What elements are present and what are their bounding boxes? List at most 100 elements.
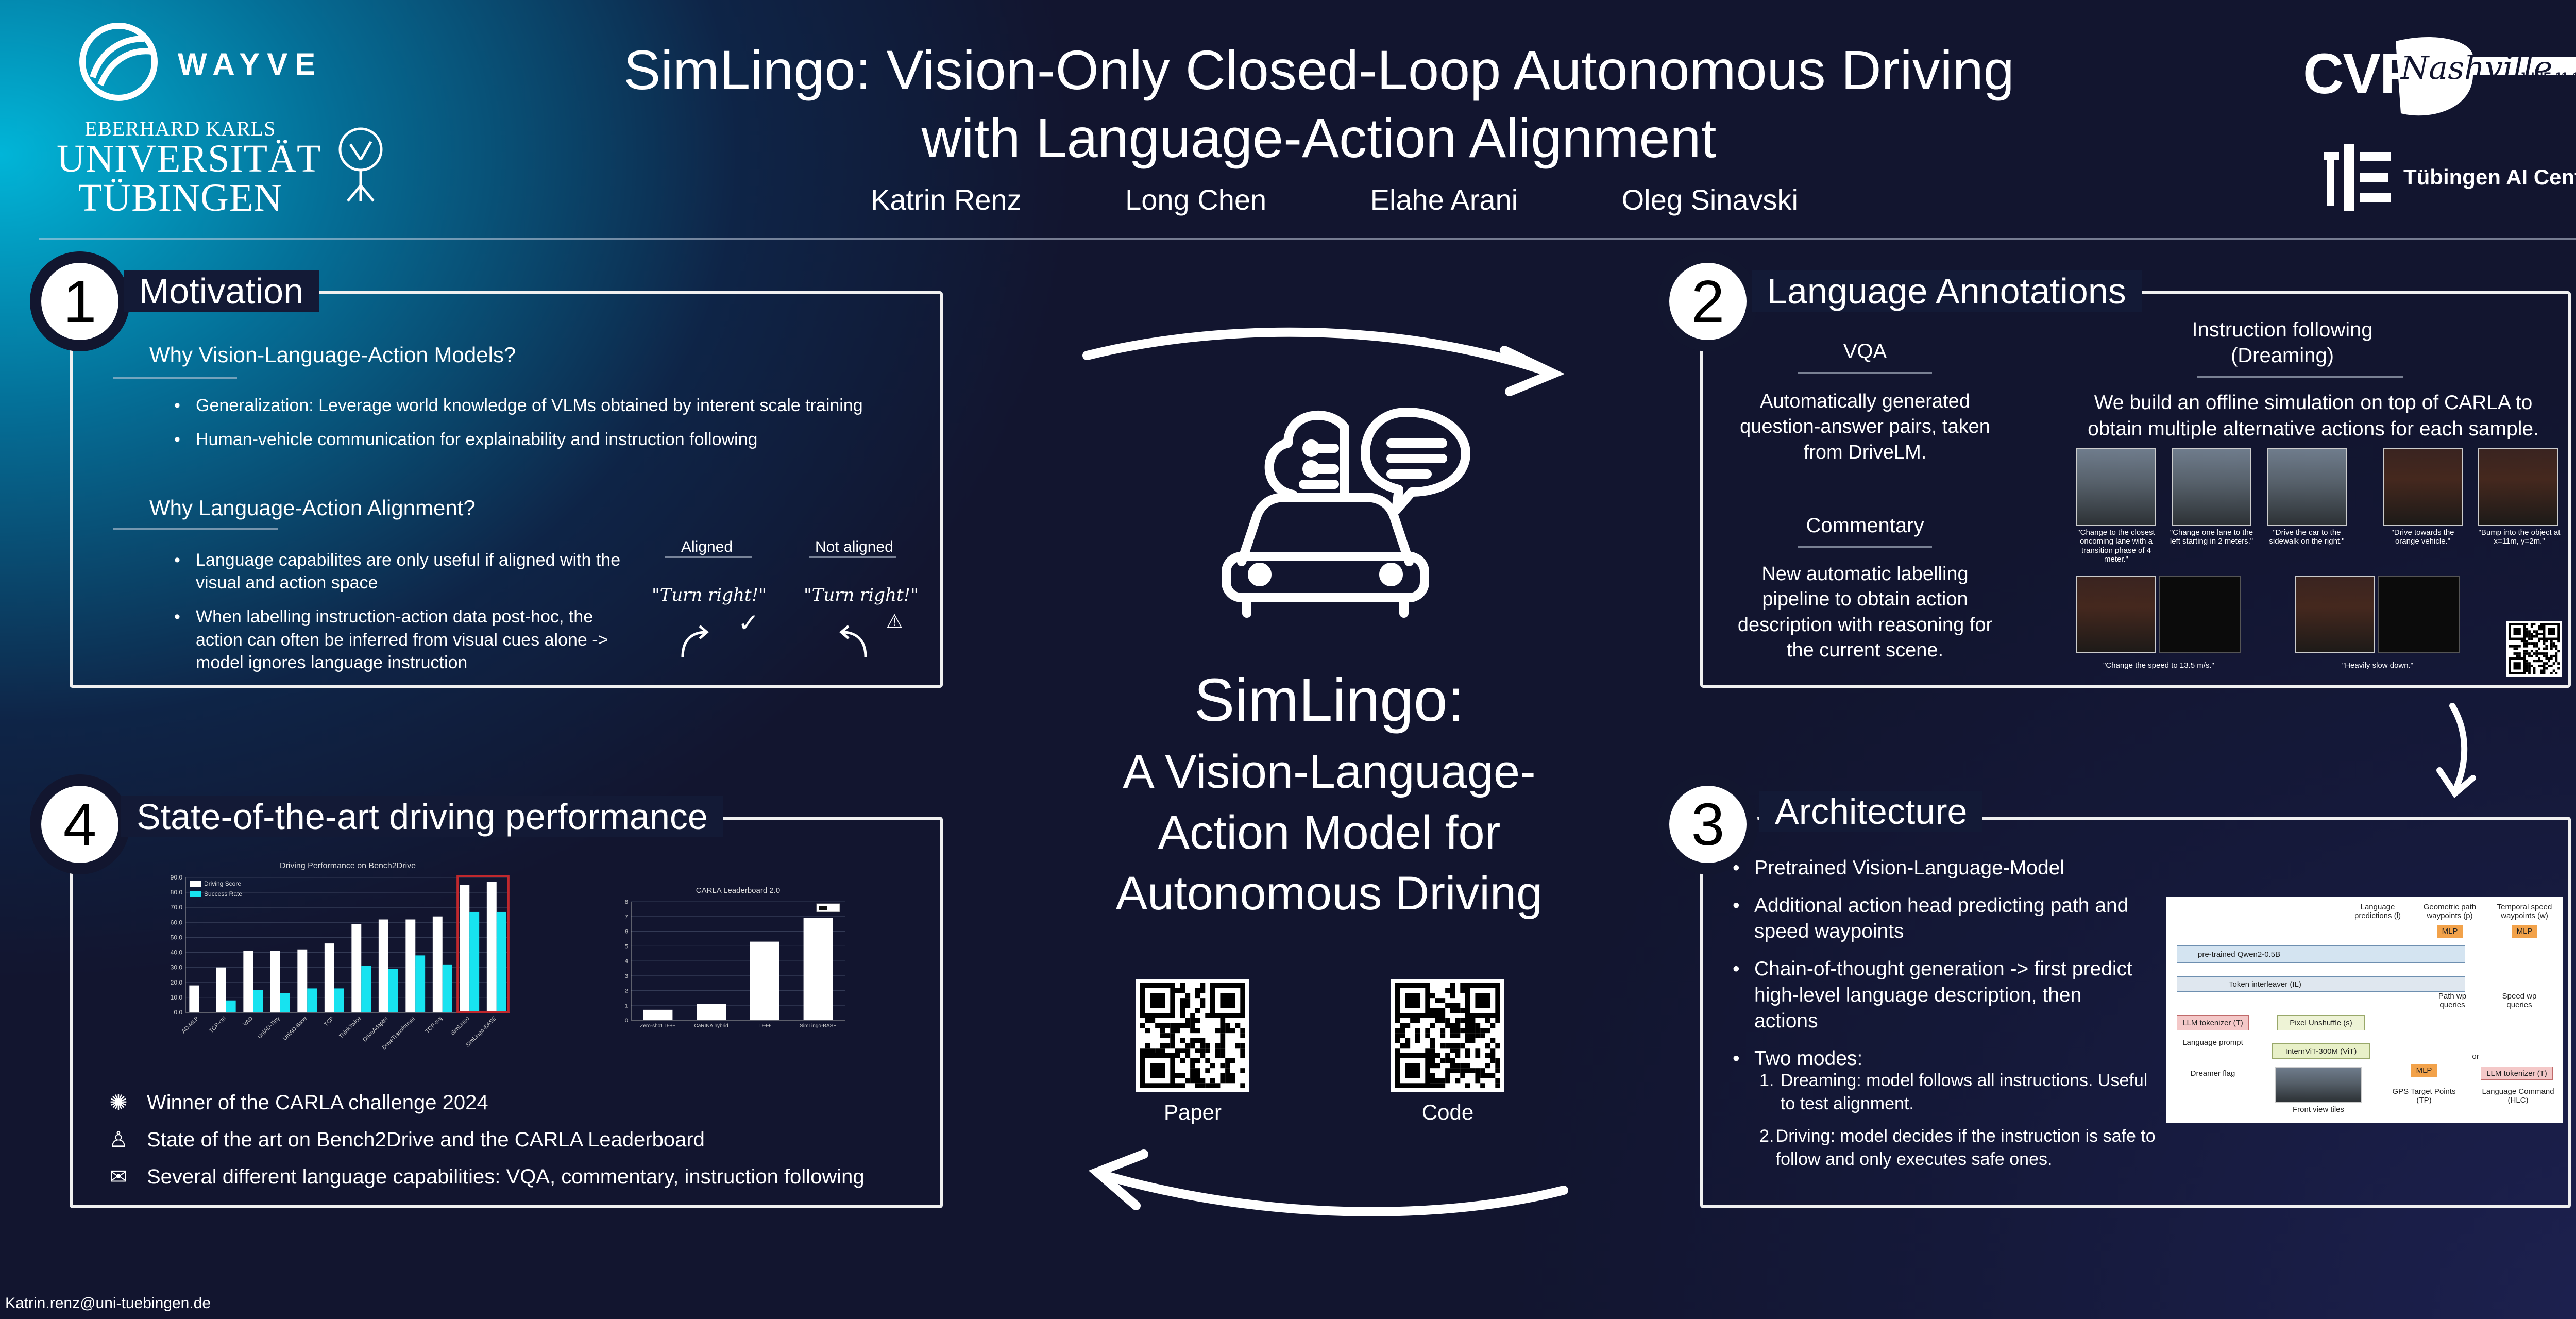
x-tick-label: TCP-traj	[424, 1016, 443, 1035]
qr-module	[1200, 1038, 1206, 1043]
sample-caption: "Drive towards the orange vehicle."	[2391, 528, 2454, 546]
sample-caption: "Change to the closest oncoming lane wit…	[2077, 528, 2155, 564]
qr-module	[2550, 640, 2553, 643]
qr-module	[1185, 1043, 1191, 1049]
qr-module	[2533, 652, 2536, 655]
qr-module	[2526, 628, 2529, 631]
qr-module	[1155, 1023, 1160, 1028]
qr-module	[1480, 1073, 1485, 1078]
qr-module	[2540, 633, 2543, 635]
qr-module	[1220, 1028, 1226, 1034]
qr-module	[1200, 988, 1206, 993]
diagram-label: Temporal speed waypoints (w)	[2497, 903, 2552, 920]
qr-module	[1455, 1028, 1461, 1034]
title-line1: SimLingo: Vision-Only Closed-Loop Autono…	[623, 39, 2014, 101]
qr-module	[1235, 1043, 1241, 1049]
contact-email[interactable]: Katrin.renz@uni-tuebingen.de	[5, 1295, 211, 1312]
vqa-underline	[1798, 372, 1932, 374]
bar	[486, 882, 497, 1012]
qr-module	[2538, 640, 2540, 643]
qr-module	[1455, 1053, 1461, 1058]
qr-module	[1180, 1003, 1185, 1008]
sample-caption: "Heavily slow down."	[2342, 661, 2414, 670]
qr-module	[1465, 1053, 1470, 1058]
qr-module	[1160, 1043, 1165, 1049]
y-tick-label: 60.0	[171, 919, 183, 926]
bar	[460, 885, 470, 1012]
qr-module	[1410, 1018, 1415, 1023]
qr-module	[1430, 1008, 1435, 1013]
sample-image	[2172, 448, 2251, 526]
qr-module	[1205, 1043, 1210, 1049]
qr-module	[2526, 667, 2529, 670]
qr-module	[2540, 637, 2543, 640]
qr-pattern	[1140, 983, 1245, 1088]
x-tick-label: TF++	[758, 1023, 771, 1029]
qr-module	[2523, 652, 2526, 655]
qr-module	[1475, 1023, 1481, 1028]
y-tick-label: 3	[625, 973, 628, 979]
qr-module	[2526, 669, 2529, 672]
qr-module	[1440, 1058, 1446, 1063]
qr-module	[2528, 654, 2531, 657]
sample-caption: "Bump into the object at x=11m, y=2m."	[2478, 528, 2561, 546]
x-tick-label: UniAD-Tiny	[257, 1015, 281, 1040]
qr-module	[1490, 1053, 1496, 1058]
qr-finder	[2509, 623, 2526, 640]
qr-module	[2528, 664, 2531, 667]
uni-line2: UNIVERSITÄT	[57, 137, 321, 180]
qr-module	[2526, 650, 2529, 653]
qr-module	[2516, 654, 2519, 657]
qr-module	[2528, 637, 2531, 640]
qr-module	[2533, 635, 2536, 638]
qr-module	[1195, 1018, 1200, 1023]
qr-module	[1145, 1048, 1150, 1053]
list-item: Human-vehicle communication for explaina…	[165, 428, 927, 451]
bottom-curved-arrow	[1082, 1144, 1571, 1221]
y-tick-label: 4	[625, 958, 628, 965]
qr-module	[1455, 1048, 1461, 1053]
qr-module	[2530, 637, 2533, 640]
qr-module	[1160, 1048, 1165, 1053]
qr-module	[1220, 1073, 1226, 1078]
qr-module	[1220, 1038, 1226, 1043]
qr-module	[1150, 1018, 1156, 1023]
front-view-image	[2275, 1067, 2362, 1103]
bar	[280, 993, 290, 1012]
dataset-qr-code[interactable]	[2506, 621, 2562, 677]
x-tick-label: UniAD-Base	[282, 1016, 308, 1042]
qr-module	[1460, 1063, 1465, 1069]
code-label[interactable]: Code	[1421, 1100, 1474, 1124]
qr-module	[1490, 1048, 1496, 1053]
qr-module	[1490, 1038, 1496, 1043]
sample-image	[2383, 448, 2463, 526]
paper-label[interactable]: Paper	[1163, 1100, 1222, 1124]
qr-module	[1170, 1043, 1175, 1049]
qr-module	[1415, 1038, 1420, 1043]
qr-module	[2526, 660, 2529, 663]
qr-module	[2518, 645, 2521, 648]
qr-module	[2516, 647, 2519, 650]
qr-module	[1225, 1073, 1230, 1078]
paper-qr-code[interactable]	[1136, 979, 1249, 1092]
qr-module	[2550, 647, 2553, 650]
qr-module	[1435, 1018, 1440, 1023]
author-2: Long Chen	[1125, 183, 1267, 216]
code-qr-code[interactable]	[1391, 979, 1504, 1092]
podium-icon: ♙	[109, 1127, 128, 1152]
qr-module	[1165, 1023, 1171, 1028]
qr-module	[1140, 1023, 1145, 1028]
qr-module	[2550, 645, 2553, 648]
qr-module	[1450, 988, 1455, 993]
qr-module	[1485, 1018, 1490, 1023]
qr-module	[1450, 1048, 1455, 1053]
qr-module	[2530, 625, 2533, 628]
qr-module	[2555, 672, 2558, 674]
qr-module	[2540, 672, 2543, 674]
commentary-text: New automatic labelling pipeline to obta…	[1737, 563, 1993, 662]
car-brain-icon	[1211, 392, 1479, 618]
diagram-label: Language Command (HLC)	[2482, 1087, 2554, 1105]
qr-finder-center	[1405, 993, 1420, 1008]
trophy-icon: ✺	[109, 1090, 128, 1114]
qr-module	[2543, 647, 2546, 650]
